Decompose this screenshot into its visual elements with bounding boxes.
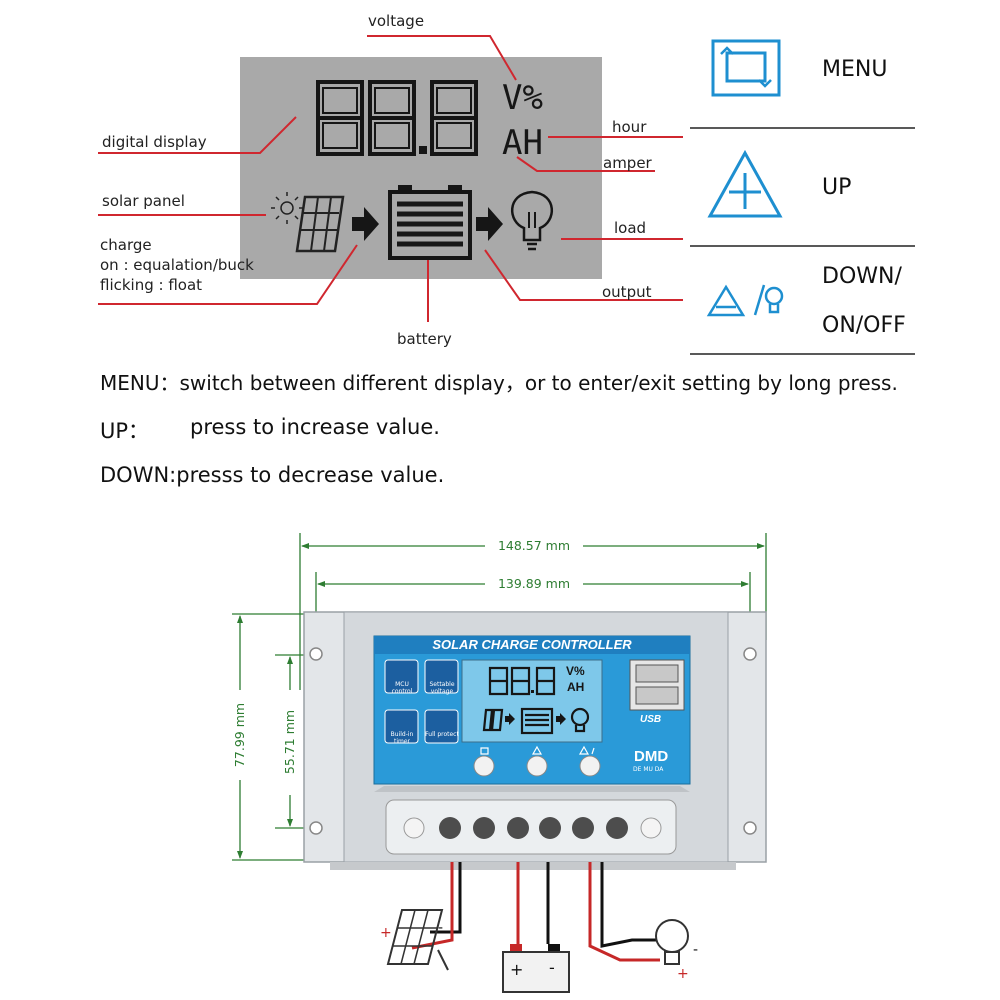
lcd-art [98, 35, 915, 355]
callout-solar-panel: solar panel [102, 192, 185, 210]
callout-hour: hour [612, 118, 647, 136]
callout-charge-line3: flicking : float [100, 276, 203, 294]
external-battery-icon [502, 944, 570, 993]
digit-1 [316, 80, 364, 156]
sun-icon [271, 192, 303, 224]
external-bulb-icon [655, 919, 689, 965]
lcd-unit-top: V% [502, 78, 543, 118]
device-lcd-unit-bottom: AH [567, 680, 585, 694]
dimension-outer-height: 77.99 mm [232, 703, 247, 767]
dimension-inner-width: 139.89 mm [498, 576, 570, 591]
device-up-button[interactable] [526, 755, 548, 777]
description-up-text: press to increase value. [190, 415, 440, 439]
device-menu-button[interactable] [473, 755, 495, 777]
lcd-unit-bottom: AH [502, 123, 543, 163]
button-dividers [690, 127, 915, 355]
button-label-onoff: ON/OFF [822, 313, 906, 338]
terminal-screw [539, 817, 561, 839]
dimension-lines [232, 533, 767, 861]
button-label-down: DOWN/ [822, 264, 902, 289]
description-up-key: UP： [100, 419, 150, 443]
callout-output: output [602, 283, 652, 301]
feature-timer-label: Build-in timer [390, 731, 414, 745]
solar-plus-sign: + [380, 925, 392, 941]
load-minus-sign: - [693, 942, 699, 958]
decimal-point [419, 146, 427, 154]
device-down-button[interactable] [579, 755, 601, 777]
feature-settable-label: Settable voltage [429, 681, 455, 695]
battery-minus-sign: - [549, 958, 555, 977]
terminal-screw [606, 817, 628, 839]
callout-battery: battery [397, 330, 452, 348]
terminal-screw [572, 817, 594, 839]
description-down: DOWN:presss to decrease value. [100, 463, 445, 487]
dimension-inner-height: 55.71 mm [282, 710, 297, 774]
solar-minus-sign: - [438, 920, 444, 936]
down-onoff-icon [706, 284, 784, 317]
callout-lines [98, 35, 683, 322]
button-label-up: UP [822, 175, 852, 200]
terminal-screw [439, 817, 461, 839]
callout-charge-line1: charge [100, 236, 152, 254]
digit-2 [368, 80, 416, 156]
up-icon [707, 149, 783, 218]
usb-label: USB [640, 714, 662, 725]
feature-protect-label: Full protect [425, 731, 459, 738]
terminal-screw [473, 817, 495, 839]
arrow-right-icon [352, 207, 379, 241]
description-menu: MENU：switch between different display，or… [100, 371, 898, 395]
device-lcd-art [482, 666, 590, 735]
brand-subtitle: DE MU DA [633, 766, 664, 773]
feature-mcu-label: MCU control [391, 681, 413, 695]
button-label-menu: MENU [822, 57, 888, 82]
device-lcd-unit-top: V% [566, 664, 585, 678]
dimension-outer-width: 148.57 mm [498, 538, 570, 553]
battery-icon [388, 185, 472, 260]
battery-plus-sign: + [510, 960, 524, 979]
device-title: SOLAR CHARGE CONTROLLER [432, 637, 632, 652]
controller-body [303, 611, 767, 870]
menu-icon [711, 39, 781, 97]
brand-logo: DMD [634, 748, 669, 765]
callout-amper: amper [603, 154, 652, 172]
bulb-icon [510, 190, 554, 251]
callout-load: load [614, 219, 647, 237]
wires [411, 862, 662, 962]
terminal-screw [507, 817, 529, 839]
arrow-right-icon [476, 207, 503, 241]
callout-charge-line2: on : equalation/buck [100, 256, 254, 274]
callout-voltage: voltage [368, 12, 425, 30]
callout-digital-display: digital display [102, 133, 207, 151]
digit-3 [430, 80, 478, 156]
load-plus-sign: + [677, 966, 689, 982]
external-solar-panel-icon [386, 909, 449, 971]
solar-panel-icon [295, 195, 345, 253]
